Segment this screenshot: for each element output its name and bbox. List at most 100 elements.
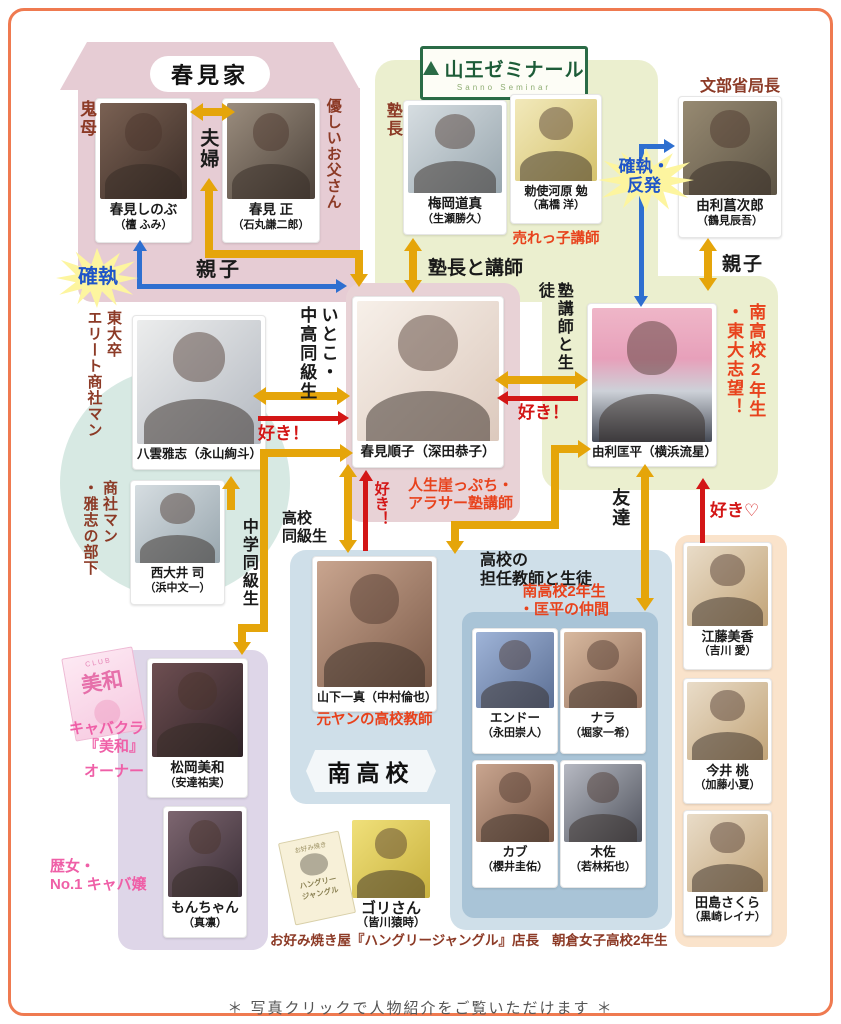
name-mon: もんちゃん: [171, 900, 239, 915]
photo-yamashita[interactable]: [317, 561, 432, 687]
rel-oyako-yuri: 親子: [722, 254, 765, 275]
photo-endo[interactable]: [476, 632, 554, 708]
rel-chugaku: 中学同級生: [239, 518, 257, 608]
name-yuri-shojiro: 由利菖次郎: [696, 198, 764, 213]
name-harumi-tadashi: 春見 正: [248, 202, 294, 217]
photo-harumi-shinobu[interactable]: [100, 103, 187, 199]
kakushitsu-arrow-right: [336, 279, 347, 293]
photo-teshigawara[interactable]: [515, 99, 597, 181]
actor-mika: （吉川 愛）: [698, 645, 757, 658]
name-yakumo: 八雲雅志（永山絢斗）: [137, 447, 263, 461]
name-nishioi: 西大井 司: [150, 566, 205, 580]
photo-kisa[interactable]: [564, 764, 642, 842]
card-miwa[interactable]: 松岡美和 （安達祐実）: [147, 658, 248, 798]
gorilla-art: [298, 850, 331, 878]
photo-momo[interactable]: [687, 682, 768, 760]
rel-juku-seito: 塾講師と生徒: [535, 282, 572, 372]
rel-oyako-harumi: 親子: [196, 259, 242, 281]
sanno-seminar-logo: 山王ゼミナール Sanno Seminar: [420, 46, 588, 100]
photo-yuri-kyohei[interactable]: [592, 308, 712, 442]
seminar-subtitle: Sanno Seminar: [456, 82, 552, 92]
actor-umeoka: （生瀬勝久）: [422, 212, 488, 225]
actor-harumi-shinobu: （檀 ふみ）: [114, 218, 173, 231]
card-kisa[interactable]: 木佐 （若林拓也）: [560, 760, 646, 888]
photo-nishioi[interactable]: [135, 485, 220, 563]
card-nishioi[interactable]: 西大井 司 （浜中文一）: [130, 480, 225, 605]
card-harumi-tadashi[interactable]: 春見 正 （石丸謙二郎）: [222, 98, 320, 243]
fufu-arrow-right: [222, 103, 235, 121]
suki-yakumo-arrow: [338, 411, 349, 425]
photo-yuri-shojiro[interactable]: [683, 101, 777, 195]
actor-kisa: （若林拓也）: [570, 860, 636, 873]
actor-sakura: （黒崎レイナ）: [689, 911, 766, 924]
chugaku-arrow-right: [340, 444, 353, 462]
card-umeoka[interactable]: 梅岡道真 （生瀬勝久）: [403, 100, 507, 235]
minami-high-label: 南高校: [306, 750, 436, 792]
name-kisa: 木佐: [590, 845, 616, 859]
card-yakumo[interactable]: 八雲雅志（永山絢斗）: [132, 315, 266, 470]
actor-kabu: （櫻井圭佑）: [482, 860, 548, 873]
name-yamashita: 山下一真（中村倫也）: [317, 690, 438, 704]
hungry-owner-label: お好み焼き屋『ハングリージャングル』店長: [270, 933, 540, 948]
name-gori: ゴリさん: [360, 900, 421, 917]
itoko-arrow-right: [337, 387, 350, 405]
photo-kabu[interactable]: [476, 764, 554, 842]
card-harumi-shinobu[interactable]: 春見しのぶ （檀 ふみ）: [95, 98, 192, 243]
photo-mon[interactable]: [168, 811, 242, 897]
card-kabu[interactable]: カブ （櫻井圭佑）: [472, 760, 558, 888]
photo-umeoka[interactable]: [408, 105, 502, 193]
card-mon[interactable]: もんちゃん （真凛）: [163, 806, 247, 938]
rel-tomodachi: 友達: [610, 488, 631, 528]
name-umeoka: 梅岡道真: [428, 196, 482, 211]
oyako2-arrow-down: [699, 278, 717, 291]
photo-nara[interactable]: [564, 632, 642, 708]
buka-arrow-up: [222, 476, 240, 489]
footer-note: ＊ 写真クリックで人物紹介をご覧いただけます ＊: [227, 1000, 614, 1017]
itoko-arrow-left: [253, 387, 266, 405]
photo-yakumo[interactable]: [137, 320, 261, 444]
actor-mon: （真凛）: [183, 916, 227, 929]
tannin-arrow-right: [578, 440, 591, 458]
card-mika[interactable]: 江藤美香 （吉川 愛）: [683, 542, 772, 670]
card-junko[interactable]: 春見順子（深田恭子）: [352, 296, 504, 468]
nakama-group-label: 南高校2年生・匡平の仲間: [518, 583, 609, 618]
suki-mika-arrow: [696, 478, 710, 489]
actor-endo: （永田崇人）: [482, 726, 548, 739]
card-momo[interactable]: 今井 桃 （加藤小夏）: [683, 678, 772, 804]
card-sakura[interactable]: 田島さくら （黒崎レイナ）: [683, 810, 772, 936]
photo-gori[interactable]: [352, 820, 430, 898]
card-yamashita[interactable]: 山下一真（中村倫也）: [312, 556, 437, 712]
oyako-arrow-down: [350, 274, 368, 287]
name-mika: 江藤美香: [701, 629, 754, 644]
role-mon: 歴女・No.1 キャバ嬢: [50, 858, 147, 893]
role-nishioi: 商社マン・雅志の部下: [81, 480, 119, 576]
card-yuri-kyohei[interactable]: 由利匡平（横浜流星）: [587, 303, 717, 467]
card-teshigawara[interactable]: 勅使河原 勉 （髙橋 洋）: [510, 94, 602, 224]
kakushitsu-arrow-up: [133, 240, 147, 251]
card-nara[interactable]: ナラ （堀家一希）: [560, 628, 646, 754]
kakushitsu-label: 確執: [78, 266, 118, 288]
card-endo[interactable]: エンドー （永田崇人）: [472, 628, 558, 754]
photo-sakura[interactable]: [687, 814, 768, 892]
role-junko: 人生崖っぷち・アラサー塾講師: [408, 477, 514, 512]
page-border: [8, 8, 833, 1016]
chugaku-arrow-down: [233, 642, 251, 655]
role-shojiro: 文部省局長: [699, 78, 780, 95]
hanpatsu-arrow-right: [664, 139, 675, 153]
card-yuri-shojiro[interactable]: 由利菖次郎 （鶴見辰吾）: [678, 96, 782, 238]
role-yakumo: 東大卒エリート商社マン: [85, 310, 123, 438]
rel-koko-dokyusei: 高校同級生: [282, 510, 328, 545]
photo-junko[interactable]: [357, 301, 499, 441]
actor-yuri-shojiro: （鶴見辰吾）: [697, 214, 763, 227]
name-sakura: 田島さくら: [694, 895, 760, 910]
koko-arrow-down: [339, 540, 357, 553]
photo-mika[interactable]: [687, 546, 768, 626]
actor-momo: （加藤小夏）: [694, 779, 761, 792]
tomodachi-arrow-down: [636, 598, 654, 611]
tree-icon: [423, 61, 440, 75]
photo-miwa[interactable]: [152, 663, 243, 757]
club-label: キャバクラ『美和』: [68, 720, 144, 755]
jukucho-arrow-up: [404, 238, 422, 251]
photo-harumi-tadashi[interactable]: [227, 103, 315, 199]
rel-suki-kyohei: 好き！: [518, 403, 569, 422]
